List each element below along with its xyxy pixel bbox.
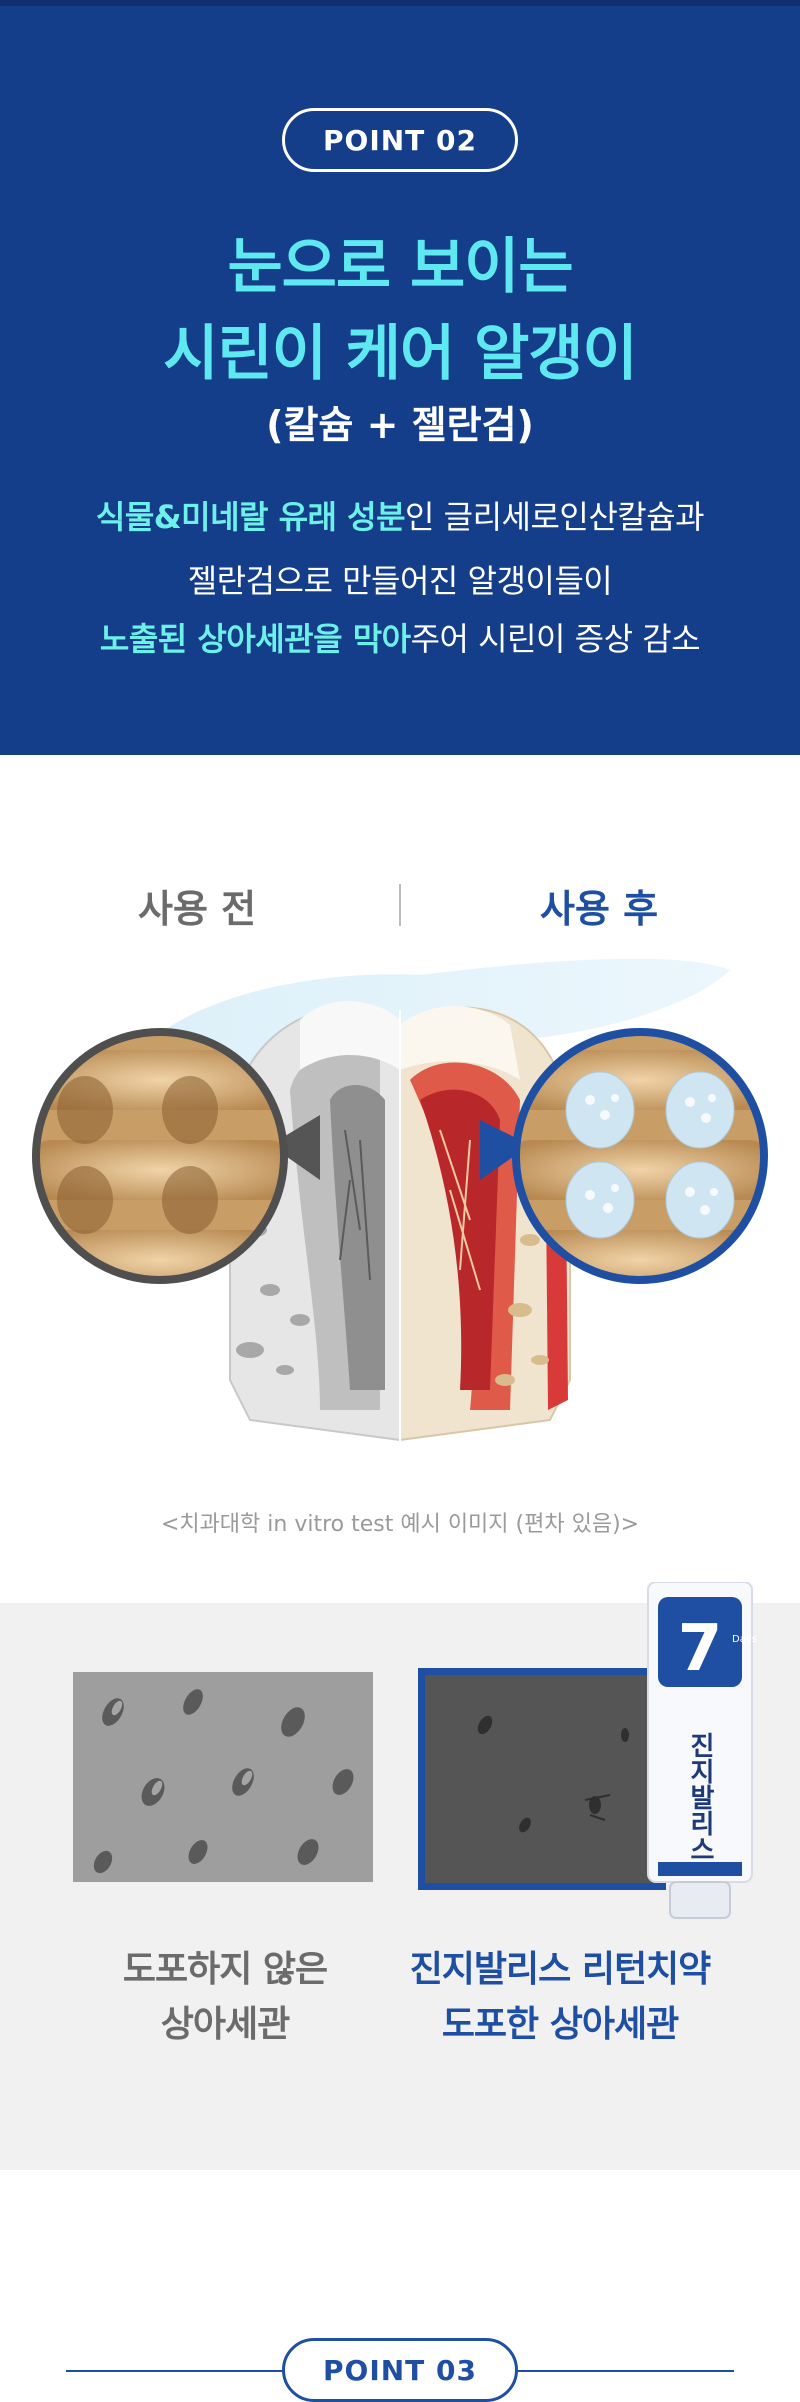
micrograph-treated-frame bbox=[418, 1668, 666, 1890]
point-03-line-right bbox=[518, 2370, 734, 2372]
point-02-badge: POINT 02 bbox=[282, 108, 518, 172]
hero-title-line1: 눈으로 보이는 bbox=[227, 232, 573, 302]
description-line3: 노출된 상아세관을 막아주어 시린이 증상 감소 bbox=[0, 614, 800, 660]
before-after-divider bbox=[399, 884, 401, 926]
point-03-line-left bbox=[66, 2370, 282, 2372]
magnifier-after bbox=[480, 1028, 768, 1284]
top-strip bbox=[0, 0, 800, 6]
test-caption: <치과대학 in vitro test 예시 이미지 (편차 있음)> bbox=[160, 1512, 640, 1537]
before-label: 사용 전 bbox=[138, 887, 257, 931]
hero-section bbox=[0, 0, 800, 755]
hero-subtitle: (칼슘 + 젤란검) bbox=[266, 403, 534, 447]
compare-right-line1: 진지발리스 리턴치약 bbox=[409, 1949, 712, 1990]
micrograph-untreated bbox=[73, 1672, 373, 1882]
description-line2: 젤란검으로 만들어진 알갱이들이 bbox=[187, 562, 613, 600]
tooth-comparison-illustration bbox=[32, 958, 768, 1450]
hero-title-line2: 시린이 케어 알갱이 bbox=[163, 319, 637, 389]
tube-days-text: Days bbox=[732, 1634, 757, 1645]
point-03-badge: POINT 03 bbox=[282, 2338, 518, 2402]
tube-brand-text: 진지발리스 bbox=[685, 1732, 715, 1862]
toothpaste-tube-image: 7 Days 진지발리스 bbox=[647, 1582, 757, 1919]
after-label: 사용 후 bbox=[540, 887, 659, 931]
description-line1: 식물&미네랄 유래 성분인 글리세로인산칼슘과 bbox=[0, 492, 800, 538]
tube-days-number: 7 bbox=[678, 1612, 723, 1686]
compare-left-line2: 상아세관 bbox=[160, 2004, 290, 2045]
description-text-3: 주어 시린이 증상 감소 bbox=[410, 620, 701, 658]
description-text-1: 인 글리세로인산칼슘과 bbox=[405, 498, 705, 536]
description-highlight-3: 노출된 상아세관을 막아 bbox=[99, 620, 411, 658]
compare-right-line2: 도포한 상아세관 bbox=[441, 2004, 679, 2045]
micrograph-treated bbox=[425, 1675, 659, 1883]
tooth-split-line bbox=[399, 1010, 401, 1450]
description-highlight-1: 식물&미네랄 유래 성분 bbox=[95, 498, 406, 536]
compare-left-line1: 도포하지 않은 bbox=[122, 1949, 328, 1990]
